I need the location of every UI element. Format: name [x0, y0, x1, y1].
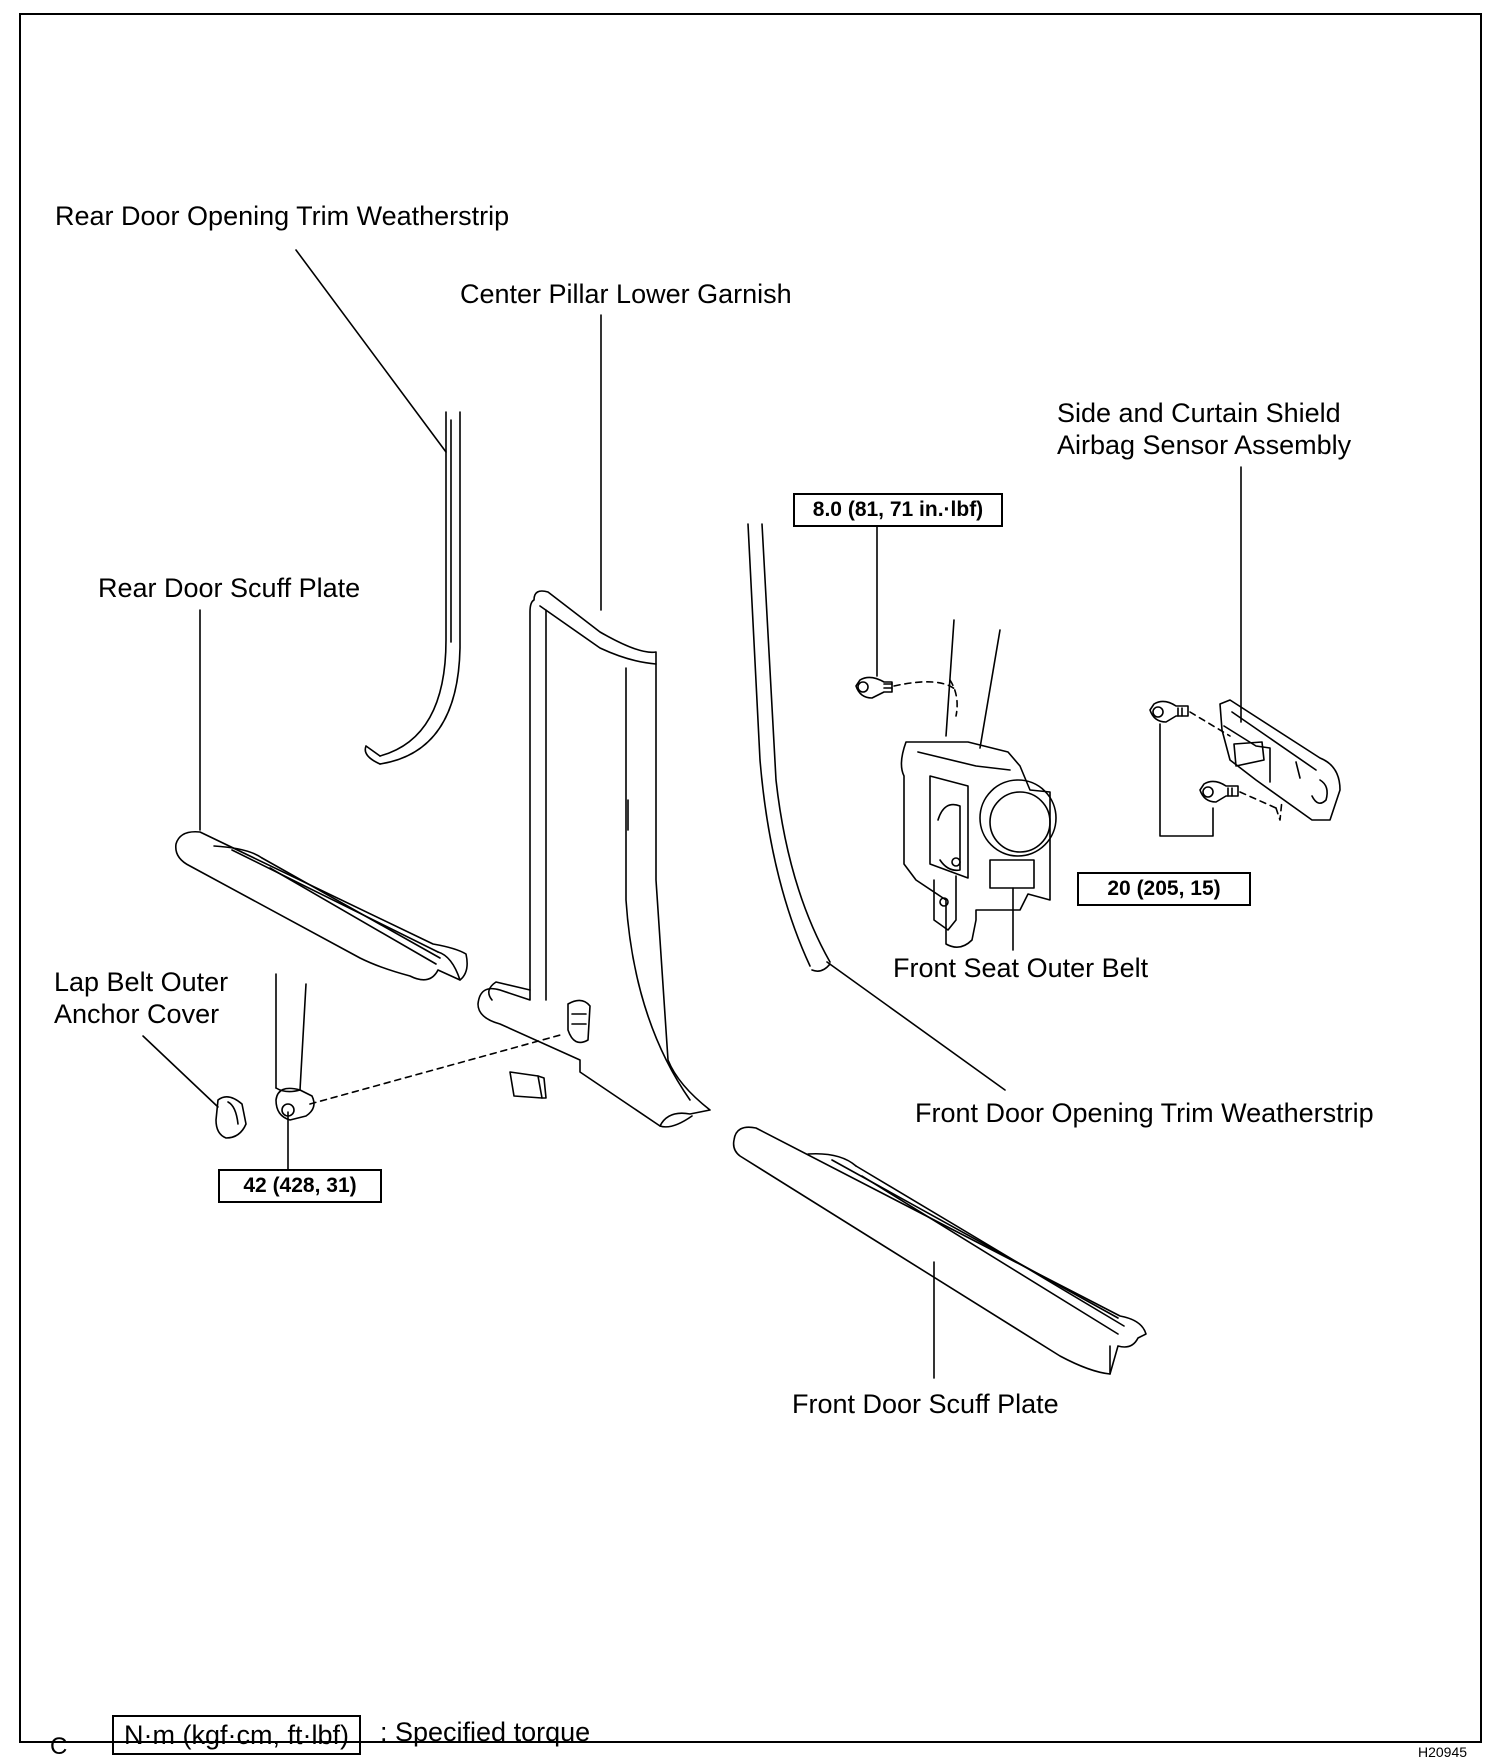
label-front-scuff-plate: Front Door Scuff Plate [792, 1389, 1059, 1419]
label-rear-weatherstrip: Rear Door Opening Trim Weatherstrip [55, 201, 510, 231]
label-front-weatherstrip: Front Door Opening Trim Weatherstrip [915, 1098, 1374, 1128]
legend-text: : Specified torque [380, 1717, 591, 1747]
diagram-frame [19, 13, 1482, 1743]
label-airbag-sensor-line2: Airbag Sensor Assembly [1057, 430, 1352, 460]
label-airbag-sensor-line1: Side and Curtain Shield [1057, 398, 1341, 428]
sensor-bolt-lower [1199, 780, 1239, 803]
front-seat-belt-retractor-part [900, 619, 1057, 948]
center-pillar-garnish-part [477, 590, 711, 1128]
corner-letter: C [50, 1733, 68, 1758]
belt-bolt-dashed-line [893, 679, 958, 717]
figure-id: H20945 [1418, 1744, 1468, 1758]
clip-part [509, 1071, 547, 1099]
front-scuff-plate-part [732, 1126, 1147, 1375]
torque-box-anchor-bolt: 42 (428, 31) [218, 1169, 382, 1203]
label-lap-belt-line2: Anchor Cover [54, 999, 220, 1029]
label-front-seat-outer-belt: Front Seat Outer Belt [893, 953, 1149, 983]
sensor-bolt-upper [1149, 700, 1189, 723]
front-weatherstrip-part [747, 523, 831, 972]
leader-lines [142, 249, 1242, 1379]
anchor-cover-part [215, 1096, 247, 1139]
lap-belt-anchor-part [275, 973, 315, 1121]
rear-weatherstrip-part [364, 411, 461, 765]
torque-box-belt-bolt: 8.0 (81, 71 in.·lbf) [793, 493, 1003, 527]
anchor-dashed-line [309, 1033, 565, 1105]
belt-bolt-part [855, 676, 893, 699]
legend-unit-box: N·m (kgf·cm, ft·lbf) [112, 1715, 361, 1755]
label-lap-belt-line1: Lap Belt Outer [54, 967, 229, 997]
label-rear-scuff-plate: Rear Door Scuff Plate [98, 573, 361, 603]
rear-scuff-plate-part [174, 830, 468, 981]
torque-box-sensor-bolts: 20 (205, 15) [1077, 872, 1251, 906]
label-center-pillar-garnish: Center Pillar Lower Garnish [460, 279, 792, 309]
airbag-sensor-part [1219, 699, 1341, 821]
